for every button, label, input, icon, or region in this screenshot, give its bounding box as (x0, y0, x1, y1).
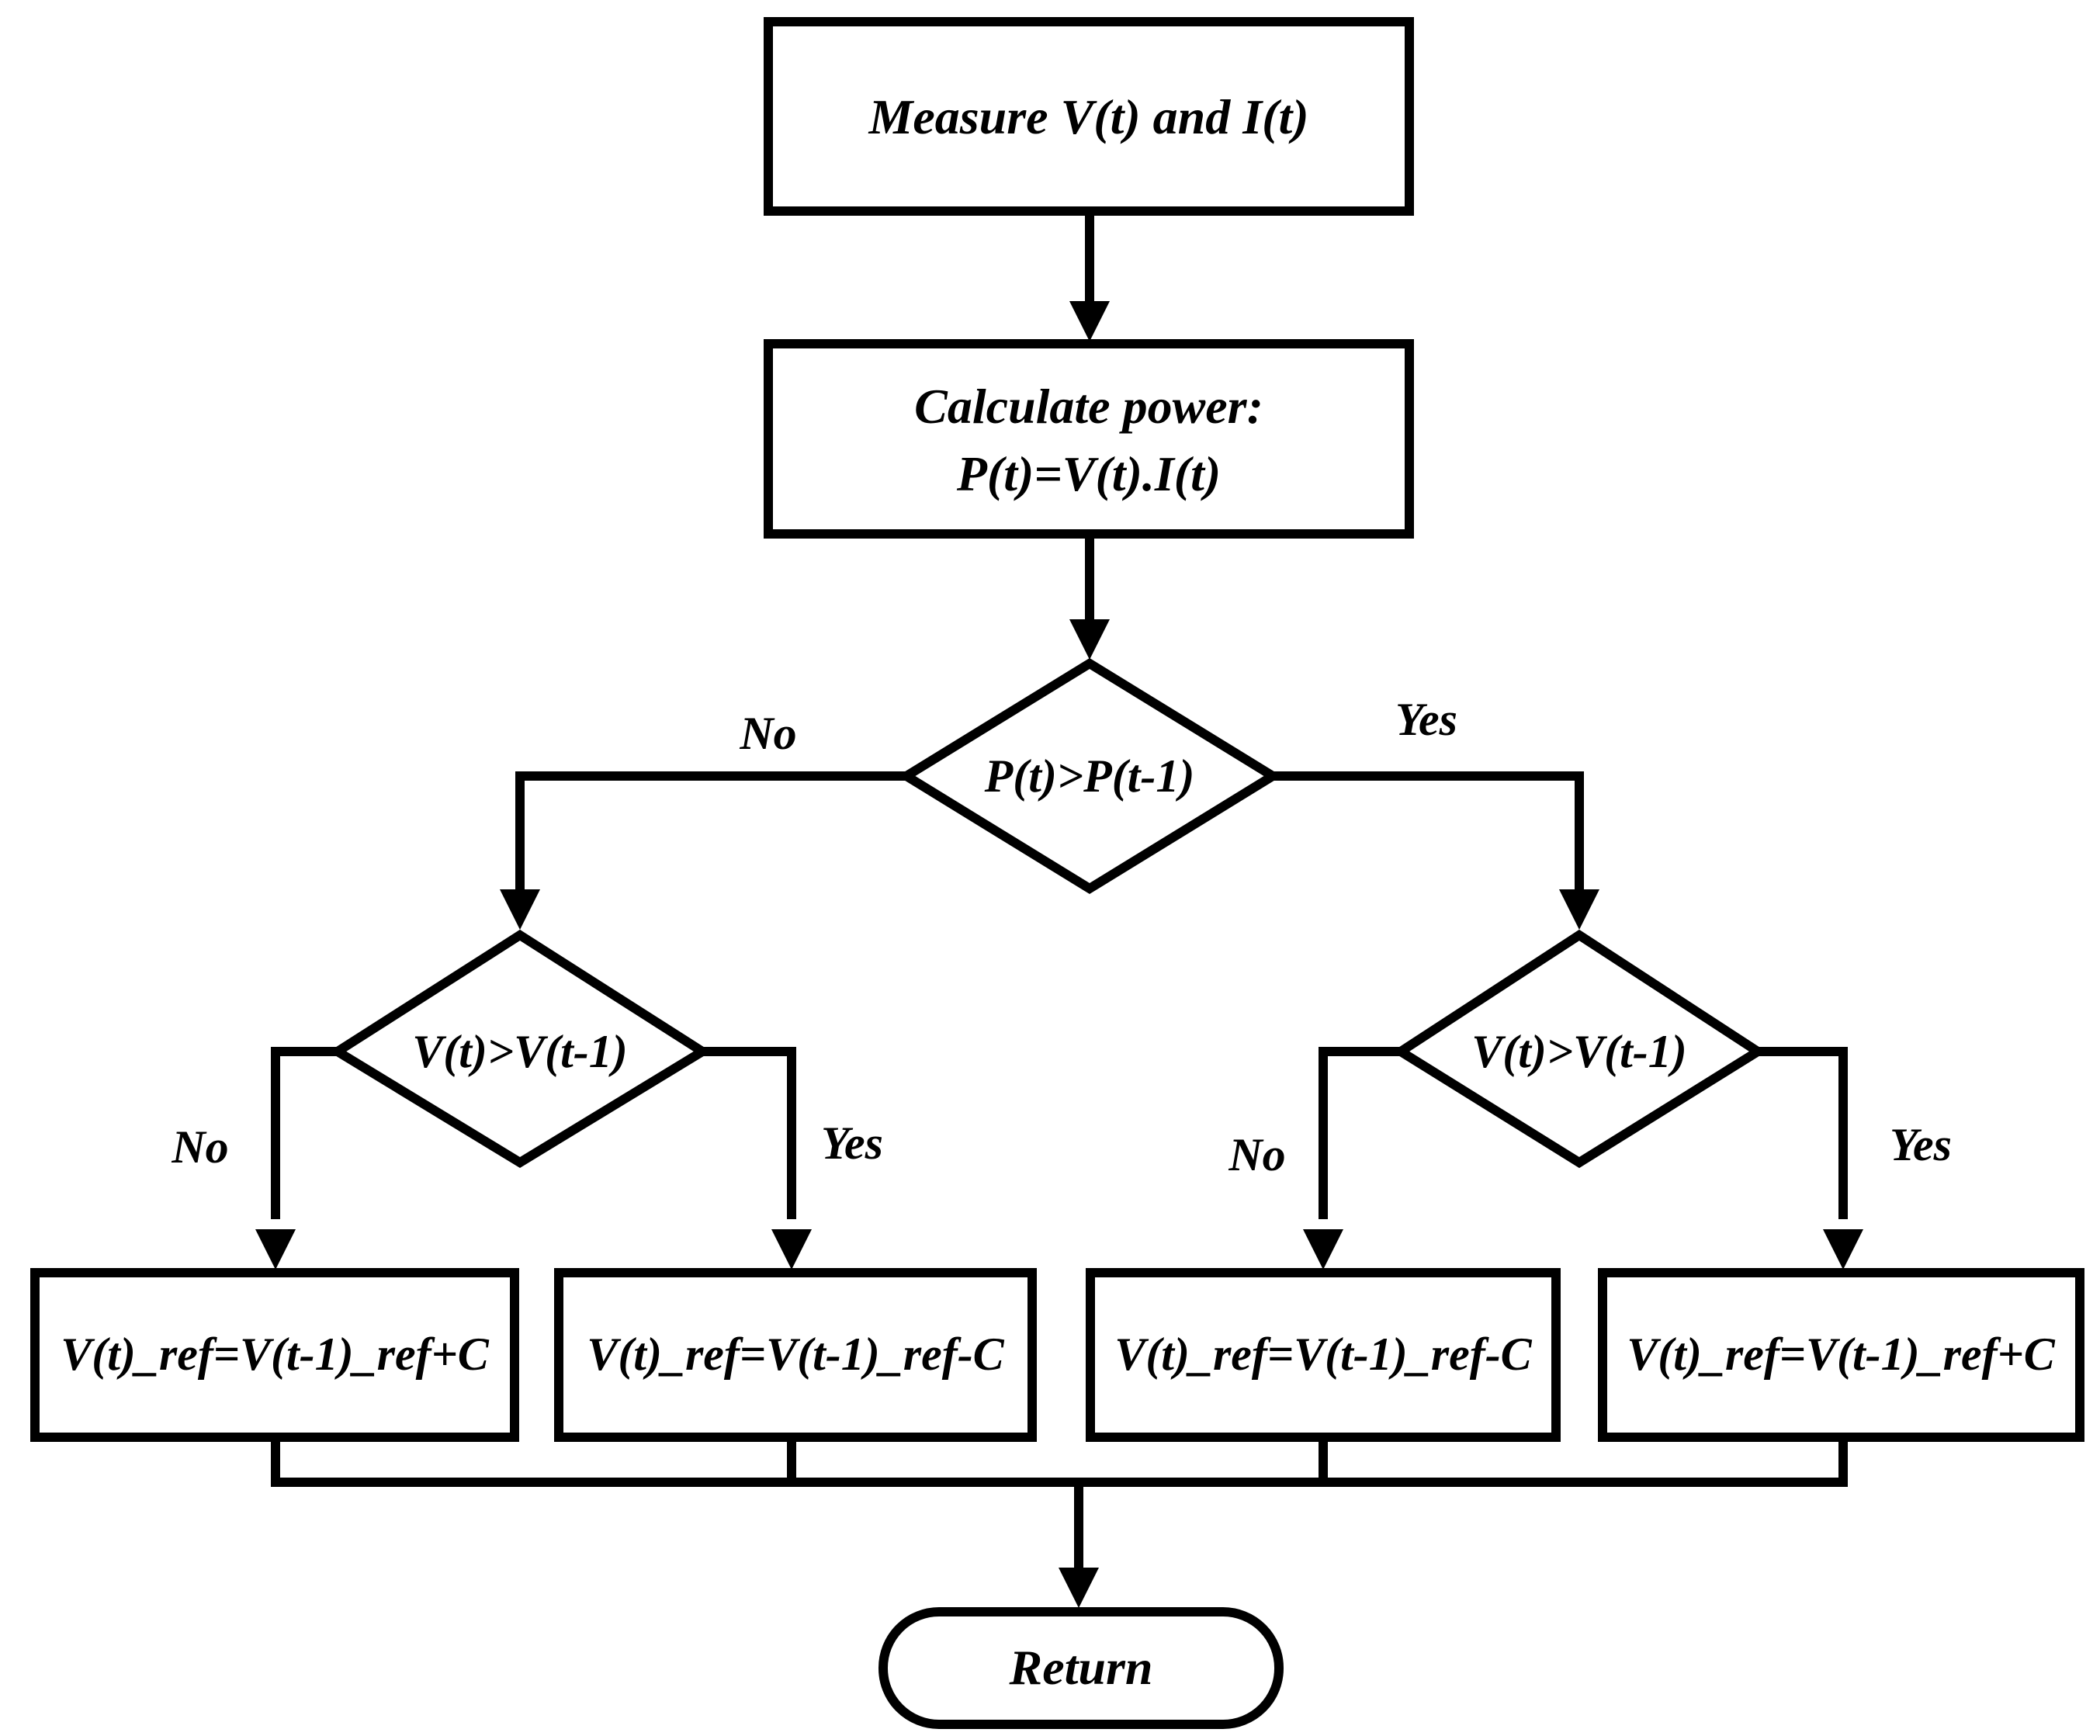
arrowhead-to-decision-power (1069, 619, 1110, 660)
branch-label-right-no: No (1228, 1129, 1285, 1180)
arrowhead-to-right-decision (1559, 889, 1599, 930)
decision-voltage-left-label: V(t)>V(t-1) (412, 1026, 627, 1077)
arrowhead-to-action-4 (1823, 1229, 1863, 1270)
node-decision-voltage-left: V(t)>V(t-1) (328, 929, 712, 1169)
connector-power-no (515, 771, 911, 896)
connector-right-no (1319, 1047, 1405, 1219)
arrowhead-to-action-1 (255, 1229, 296, 1270)
calculate-label-line2: P(t)=V(t).I(t) (956, 446, 1221, 501)
connector-right-yes (1753, 1047, 1848, 1219)
node-measure: Measure V(t) and I(t) (764, 17, 1414, 216)
process-box-calculate (764, 339, 1414, 539)
arrowhead-to-left-decision (500, 889, 540, 930)
node-action-1: V(t)_ref=V(t-1)_ref+C (30, 1268, 519, 1442)
decision-power-label: P(t)>P(t-1) (984, 750, 1195, 802)
measure-label: Measure V(t) and I(t) (868, 89, 1308, 144)
arrowhead-to-action-2 (771, 1229, 812, 1270)
connector-power-yes (1268, 771, 1584, 896)
connector-left-no (271, 1047, 342, 1219)
node-action-2: V(t)_ref=V(t-1)_ref-C (554, 1268, 1037, 1442)
action-1-label: V(t)_ref=V(t-1)_ref+C (61, 1329, 490, 1380)
branch-label-left-yes: Yes (821, 1117, 883, 1169)
node-calculate: Calculate power: P(t)=V(t).I(t) (764, 339, 1414, 539)
action-4-label: V(t)_ref=V(t-1)_ref+C (1627, 1329, 2056, 1380)
connectors (271, 206, 1848, 1568)
branch-label-right-yes: Yes (1890, 1119, 1952, 1170)
decision-diamond-voltage-right (1391, 929, 1767, 1169)
return-label: Return (1009, 1640, 1153, 1695)
branch-label-power-no: No (739, 708, 796, 759)
node-action-4: V(t)_ref=V(t-1)_ref+C (1598, 1268, 2084, 1442)
branch-labels: No Yes No Yes No Yes (171, 694, 1952, 1180)
terminator-return (878, 1607, 1284, 1729)
decision-diamond-voltage-left (328, 929, 712, 1169)
action-2-label: V(t)_ref=V(t-1)_ref-C (587, 1329, 1004, 1380)
process-box-action-4 (1598, 1268, 2084, 1442)
connector-left-yes (698, 1047, 796, 1219)
process-box-action-1 (30, 1268, 519, 1442)
decision-diamond-power (897, 657, 1282, 895)
node-return: Return (878, 1607, 1284, 1729)
arrowhead-to-return (1059, 1568, 1099, 1608)
process-box-action-3 (1086, 1268, 1561, 1442)
branch-label-power-yes: Yes (1395, 694, 1457, 745)
arrowheads (255, 301, 1863, 1608)
arrowhead-to-action-3 (1303, 1229, 1343, 1270)
action-3-label: V(t)_ref=V(t-1)_ref-C (1114, 1329, 1532, 1380)
node-action-3: V(t)_ref=V(t-1)_ref-C (1086, 1268, 1561, 1442)
branch-label-left-no: No (171, 1121, 228, 1173)
calculate-label-line1: Calculate power: (914, 379, 1263, 434)
process-box-action-2 (554, 1268, 1037, 1442)
node-decision-power: P(t)>P(t-1) (897, 657, 1282, 895)
process-box-measure (764, 17, 1414, 216)
decision-voltage-right-label: V(t)>V(t-1) (1471, 1026, 1686, 1077)
arrowhead-to-calculate (1069, 301, 1110, 341)
node-decision-voltage-right: V(t)>V(t-1) (1391, 929, 1767, 1169)
